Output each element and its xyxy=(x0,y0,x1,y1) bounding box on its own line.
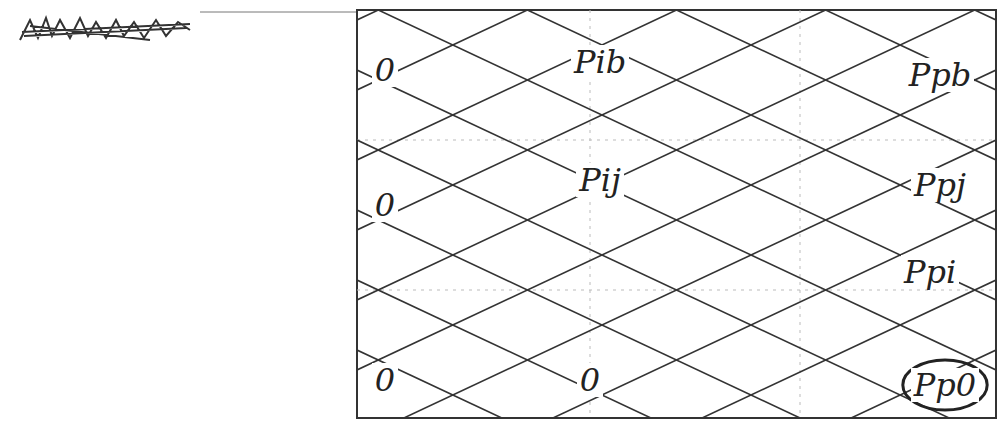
diagonal-line xyxy=(357,210,996,418)
pointer-line xyxy=(200,12,357,13)
diagonal-line xyxy=(357,10,996,90)
diagonal-line xyxy=(357,10,996,230)
cell-label: 0 xyxy=(372,363,398,397)
cell-label: Ppj xyxy=(911,168,969,202)
cell-label: Ppi xyxy=(901,255,959,289)
diagonal-line xyxy=(357,350,996,418)
diagonal-line xyxy=(357,210,996,418)
scribble xyxy=(20,18,190,40)
table-frame xyxy=(357,10,996,418)
circle-mark xyxy=(903,360,987,410)
cell-label: Pp0 xyxy=(911,368,979,402)
diagonal-line xyxy=(357,280,996,418)
diagonal-line xyxy=(357,10,996,20)
cell-label: Pij xyxy=(576,163,624,197)
diagonal-line xyxy=(357,350,996,418)
cell-label: 0 xyxy=(372,53,398,87)
diagonal-line xyxy=(357,140,996,418)
diagonal-line xyxy=(357,140,996,418)
cell-label: 0 xyxy=(577,363,603,397)
diagonal-line xyxy=(357,10,996,300)
diagonal-line xyxy=(357,10,996,160)
diagonal-line xyxy=(357,10,996,230)
diagonal-line xyxy=(357,280,996,418)
cell-label: Ppb xyxy=(906,58,975,92)
cell-label: 0 xyxy=(372,188,398,222)
cell-label: Pib xyxy=(571,45,629,79)
diagonal-line xyxy=(357,10,996,20)
diagonal-line xyxy=(357,10,996,90)
diagonal-line xyxy=(357,10,996,160)
diagonal-line xyxy=(357,10,996,300)
